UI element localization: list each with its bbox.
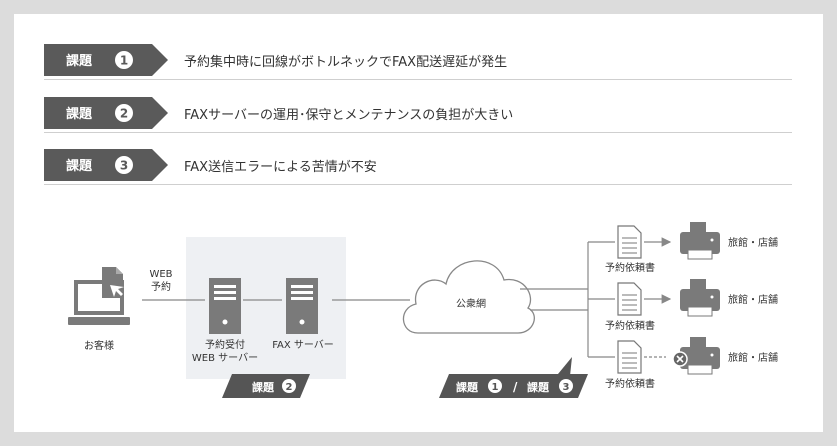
fax-machine-icon <box>680 279 720 317</box>
divider <box>44 132 792 133</box>
svg-text:1: 1 <box>492 382 499 393</box>
svg-text:課題: 課題 <box>252 380 275 394</box>
destination-label: 旅館・店舗 <box>728 353 778 364</box>
fax-machine-icon <box>680 337 720 375</box>
svg-text:課題: 課題 <box>66 158 93 174</box>
svg-text:3: 3 <box>563 382 570 393</box>
destination-label: 旅館・店舗 <box>728 295 778 306</box>
issue-text-3: FAX送信エラーによる苦情が不安 <box>184 160 377 175</box>
issue-row-2: 課題 2 FAXサーバーの運用･保守とメンテナンスの負担が大きい <box>44 97 792 133</box>
issue-badge-1-3: 課題 1 / 課題 3 <box>439 357 588 398</box>
issue-text-1: 予約集中時に回線がボトルネックでFAX配送遅延が発生 <box>184 55 508 70</box>
customer-label: お客様 <box>84 341 114 352</box>
web-server-label-2: WEB サーバー <box>191 353 259 364</box>
svg-text:課題: 課題 <box>527 380 550 394</box>
issue-tag-1: 課題 1 <box>44 44 168 76</box>
svg-text:2: 2 <box>120 107 128 121</box>
svg-text:課題: 課題 <box>66 53 93 69</box>
document-icon <box>617 340 642 374</box>
fax-machine-icon <box>680 222 720 260</box>
document-label: 予約依頼書 <box>605 263 655 274</box>
destination-label: 旅館・店舗 <box>728 238 778 249</box>
reservation-label: 予約 <box>151 282 171 293</box>
cloud-icon <box>402 260 535 334</box>
issue-tag-3: 課題 3 <box>44 149 168 181</box>
cloud-label: 公衆網 <box>456 299 486 310</box>
document-cursor-icon <box>102 267 124 298</box>
issue-tag-2: 課題 2 <box>44 97 168 129</box>
web-server-icon <box>209 278 241 334</box>
issue-text-2: FAXサーバーの運用･保守とメンテナンスの負担が大きい <box>184 108 514 123</box>
svg-text:/: / <box>513 380 518 394</box>
issue-row-3: 課題 3 FAX送信エラーによる苦情が不安 <box>44 149 792 185</box>
fax-server-label: FAX サーバー <box>272 340 334 351</box>
document-icon <box>617 282 642 316</box>
divider <box>44 184 792 185</box>
web-label: WEB <box>149 269 173 280</box>
document-label: 予約依頼書 <box>605 379 655 390</box>
svg-text:1: 1 <box>120 54 128 68</box>
issue-badge-2: 課題 2 <box>222 374 310 398</box>
svg-text:課題: 課題 <box>66 106 93 122</box>
divider <box>44 79 792 80</box>
error-icon <box>672 351 688 367</box>
document-icon <box>617 225 642 259</box>
svg-text:3: 3 <box>120 159 128 173</box>
web-server-label-1: 予約受付 <box>205 340 245 351</box>
svg-text:課題: 課題 <box>456 380 479 394</box>
fax-server-icon <box>286 278 318 334</box>
document-label: 予約依頼書 <box>605 321 655 332</box>
issue-row-1: 課題 1 予約集中時に回線がボトルネックでFAX配送遅延が発生 <box>44 44 792 80</box>
svg-text:2: 2 <box>286 382 293 393</box>
